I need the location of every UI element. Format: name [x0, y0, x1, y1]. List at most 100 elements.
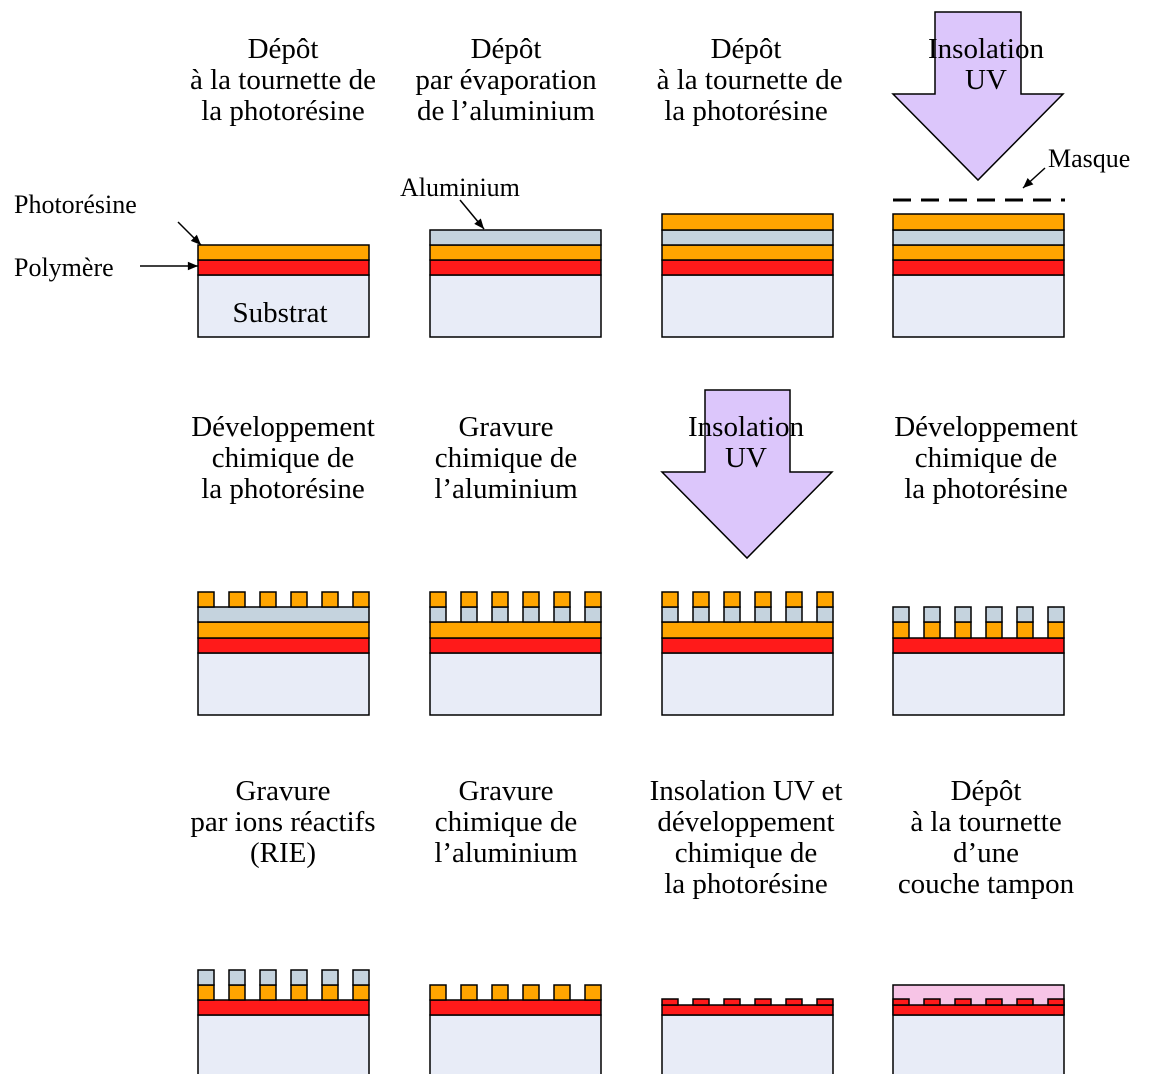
polymer-layer: [661, 637, 834, 654]
substrate-layer: [892, 652, 1065, 716]
photoresist-layer: [661, 244, 834, 261]
aluminium-tooth: [290, 969, 308, 986]
polymer-layer: [429, 999, 602, 1016]
photoresist-tooth: [816, 591, 834, 608]
stack-row1-2: [429, 229, 602, 338]
caption-line: chimique de: [675, 837, 818, 869]
caption-line: Dépôt: [951, 775, 1022, 807]
photoresist-tooth: [553, 591, 571, 608]
polymer-tooth: [892, 998, 910, 1006]
caption-line: UV: [965, 64, 1007, 96]
aluminium-layer: [892, 229, 1065, 246]
polymer-layer: [429, 637, 602, 654]
photoresist-tooth: [584, 591, 602, 608]
label-masque: Masque: [1048, 144, 1130, 173]
caption-line: développement: [657, 806, 834, 838]
aluminium-tooth: [491, 606, 509, 623]
photoresist-tooth: [785, 591, 803, 608]
photoresist-tooth: [1016, 621, 1034, 639]
aluminium-tooth: [892, 606, 910, 623]
caption-line: Insolation: [688, 411, 804, 443]
photoresine-pointer-arrow: [177, 221, 202, 246]
stack-row2-1: [197, 591, 370, 716]
polymer-layer: [197, 637, 370, 654]
caption-line: Insolation: [928, 33, 1044, 65]
stack-row3-4: [892, 984, 1065, 1074]
photoresist-tooth: [491, 984, 509, 1001]
polymer-tooth: [1016, 998, 1034, 1006]
photoresist-tooth: [228, 984, 246, 1001]
caption-line: par ions réactifs: [190, 806, 375, 838]
aluminium-tooth: [321, 969, 339, 986]
polymer-tooth: [954, 998, 972, 1006]
photoresist-tooth: [228, 591, 246, 608]
photoresist-tooth: [522, 591, 540, 608]
photoresist-tooth: [954, 621, 972, 639]
polymer-tooth: [985, 998, 1003, 1006]
layer-stacks: [197, 213, 1065, 1074]
caption-line: Gravure: [458, 775, 553, 807]
photoresist-tooth: [197, 984, 215, 1001]
photoresist-tooth: [723, 591, 741, 608]
label-aluminium: Aluminium: [400, 173, 520, 202]
top-photoresist-layer: [892, 213, 1065, 231]
substrate-layer: [661, 652, 834, 716]
stack-row2-4: [892, 606, 1065, 716]
caption-line: Dépôt: [471, 33, 542, 65]
arrow-head-icon: [1023, 178, 1034, 188]
caption-line: couche tampon: [898, 868, 1075, 900]
polymere-pointer-arrow: [140, 261, 198, 271]
substrate-layer: [661, 274, 834, 338]
polymer-tooth: [1047, 998, 1065, 1006]
stack-row1-3: [661, 213, 834, 338]
caption-line: la photorésine: [904, 473, 1067, 505]
photoresist-tooth: [429, 984, 447, 1001]
caption-line: par évaporation: [415, 64, 597, 96]
substrate-layer: [429, 274, 602, 338]
polymer-layer: [197, 999, 370, 1016]
aluminium-tooth: [553, 606, 571, 623]
stack-row3-3: [661, 998, 834, 1074]
caption-line: la photorésine: [201, 95, 364, 127]
caption-line: la photorésine: [201, 473, 364, 505]
substrate-layer: [892, 1014, 1065, 1074]
stack-row3-1: [197, 969, 370, 1074]
aluminium-tooth: [954, 606, 972, 623]
photoresist-tooth: [460, 984, 478, 1001]
aluminium-tooth: [460, 606, 478, 623]
uv-arrows-layer: [660, 11, 1065, 560]
photoresist-tooth: [661, 591, 679, 608]
photoresist-tooth: [522, 984, 540, 1001]
photoresist-tooth: [692, 591, 710, 608]
stack-row2-2: [429, 591, 602, 716]
arrow-head-icon: [187, 261, 198, 271]
annotations: Photorésine Polymère Substrat Aluminium …: [14, 144, 1130, 329]
polymer-tooth: [661, 998, 679, 1006]
arrow-head-icon: [190, 234, 201, 245]
aluminium-pointer-arrow: [459, 199, 485, 230]
substrate-layer: [197, 1014, 370, 1074]
caption-line: Insolation UV et: [650, 775, 843, 807]
aluminium-tooth: [661, 606, 679, 623]
aluminium-layer: [197, 606, 370, 623]
substrate-layer: [197, 274, 370, 338]
photoresist-layer: [892, 244, 1065, 261]
polymer-layer: [661, 1004, 834, 1016]
aluminium-tooth: [228, 969, 246, 986]
aluminium-tooth: [352, 969, 370, 986]
aluminium-tooth: [197, 969, 215, 986]
aluminium-tooth: [723, 606, 741, 623]
caption-line: Gravure: [458, 411, 553, 443]
label-photoresine: Photorésine: [14, 190, 137, 219]
caption-line: Développement: [894, 411, 1078, 443]
aluminium-tooth: [985, 606, 1003, 623]
polymer-tooth: [785, 998, 803, 1006]
polymer-layer: [892, 637, 1065, 654]
aluminium-tooth: [429, 606, 447, 623]
uv-arrow-icon: [660, 389, 834, 560]
